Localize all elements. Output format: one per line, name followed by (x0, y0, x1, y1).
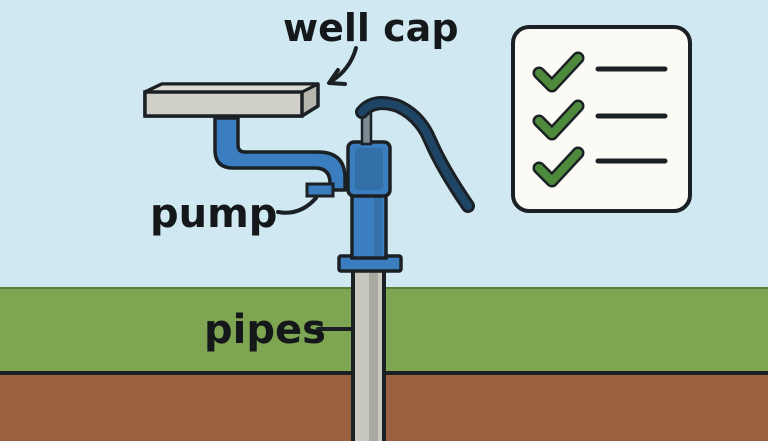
spout-pipe (213, 116, 347, 192)
well-cap-label: well cap (283, 6, 459, 50)
well-cap (143, 82, 320, 118)
pump-label: pump (150, 191, 278, 237)
spout-nozzle (305, 182, 335, 198)
pump-leader-line (276, 196, 318, 215)
pump-handle[interactable] (358, 99, 472, 210)
well-cap-arrow (327, 46, 358, 86)
checklist-card (511, 25, 692, 213)
well-pipe (351, 266, 386, 441)
pipes-label: pipes (204, 307, 326, 353)
